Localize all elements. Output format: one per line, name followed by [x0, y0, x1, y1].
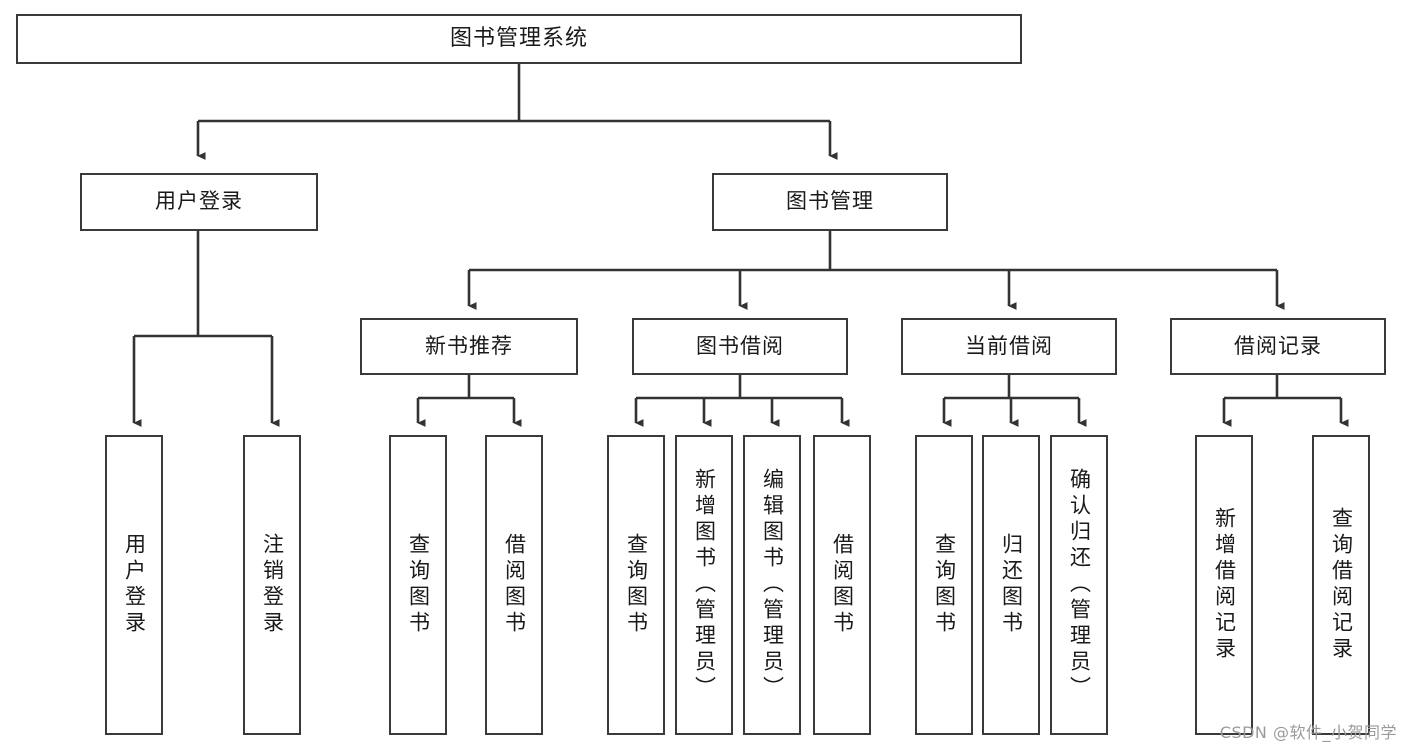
watermark-credit: CSDN @软件_小贺同学 [1219, 723, 1397, 742]
leaf-borrow-edit-book-admin[interactable]: 编辑图书（管理员） [743, 435, 801, 735]
node-current-borrow[interactable]: 当前借阅 [901, 318, 1117, 375]
node-new-book-recommend[interactable]: 新书推荐 [360, 318, 578, 375]
leaf-current-confirm-return-admin[interactable]: 确认归还（管理员） [1050, 435, 1108, 735]
leaf-record-query-record[interactable]: 查询借阅记录 [1312, 435, 1370, 735]
leaf-borrow-add-book-admin[interactable]: 新增图书（管理员） [675, 435, 733, 735]
leaf-new-book-query[interactable]: 查询图书 [389, 435, 447, 735]
node-borrow-record[interactable]: 借阅记录 [1170, 318, 1386, 375]
node-book-borrow[interactable]: 图书借阅 [632, 318, 848, 375]
leaf-user-login-signout[interactable]: 注销登录 [243, 435, 301, 735]
leaf-borrow-borrow-book[interactable]: 借阅图书 [813, 435, 871, 735]
node-root-system[interactable]: 图书管理系统 [16, 14, 1022, 64]
leaf-current-query-book[interactable]: 查询图书 [915, 435, 973, 735]
node-user-login[interactable]: 用户登录 [80, 173, 318, 231]
node-book-management[interactable]: 图书管理 [712, 173, 948, 231]
leaf-new-book-borrow[interactable]: 借阅图书 [485, 435, 543, 735]
leaf-borrow-query-book[interactable]: 查询图书 [607, 435, 665, 735]
leaf-record-add-record[interactable]: 新增借阅记录 [1195, 435, 1253, 735]
leaf-user-login-signin[interactable]: 用户登录 [105, 435, 163, 735]
leaf-current-return-book[interactable]: 归还图书 [982, 435, 1040, 735]
